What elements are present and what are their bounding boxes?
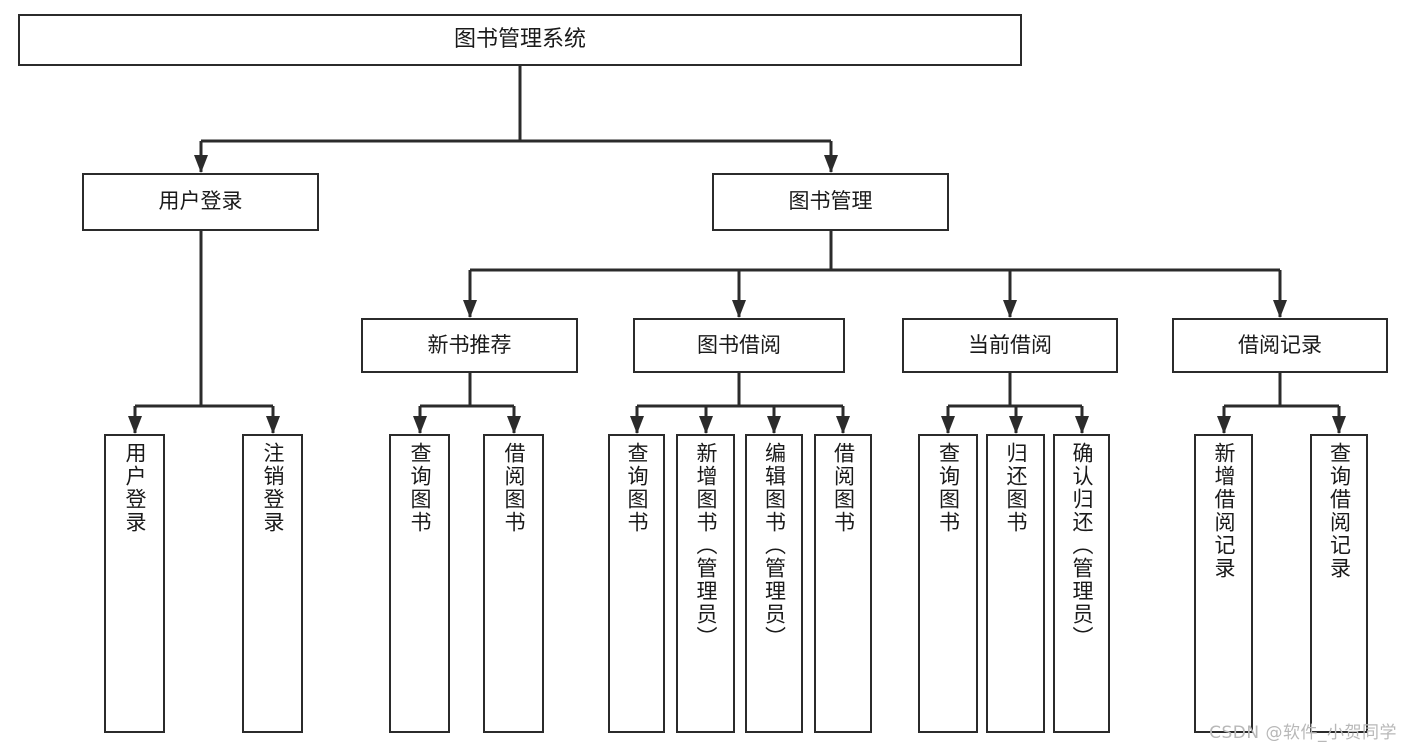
node-l13[interactable]: 查询借阅记录 xyxy=(1310,434,1368,733)
node-label: 确认归还（管理员） xyxy=(1070,442,1094,649)
node-label: 当前借阅 xyxy=(968,332,1052,357)
node-label: 查询借阅记录 xyxy=(1327,442,1352,580)
node-l10[interactable]: 归还图书 xyxy=(986,434,1045,733)
node-label: 编辑图书（管理员） xyxy=(762,442,787,649)
node-label: 查询图书 xyxy=(936,442,961,534)
node-label: 新增借阅记录 xyxy=(1212,442,1236,580)
node-bookmgmt[interactable]: 图书管理 xyxy=(712,173,949,231)
node-records[interactable]: 借阅记录 xyxy=(1172,318,1388,373)
node-l5[interactable]: 查询图书 xyxy=(608,434,665,733)
node-l11[interactable]: 确认归还（管理员） xyxy=(1053,434,1110,733)
node-current[interactable]: 当前借阅 xyxy=(902,318,1118,373)
node-label: 查询图书 xyxy=(408,442,432,534)
node-label: 图书管理 xyxy=(788,189,873,214)
node-l1[interactable]: 用户登录 xyxy=(104,434,165,733)
node-l4[interactable]: 借阅图书 xyxy=(483,434,544,733)
node-label: 图书管理系统 xyxy=(453,26,586,52)
node-label: 新增图书（管理员） xyxy=(694,442,718,649)
node-label: 新书推荐 xyxy=(427,332,512,357)
node-l2[interactable]: 注销登录 xyxy=(242,434,303,733)
node-root[interactable]: 图书管理系统 xyxy=(18,14,1022,66)
node-l9[interactable]: 查询图书 xyxy=(918,434,978,733)
node-l6[interactable]: 新增图书（管理员） xyxy=(676,434,735,733)
node-l12[interactable]: 新增借阅记录 xyxy=(1194,434,1253,733)
watermark: CSDN @软件_小贺同学 xyxy=(1209,723,1397,743)
node-label: 用户登录 xyxy=(158,189,243,214)
node-label: 借阅记录 xyxy=(1238,332,1322,357)
node-label: 归还图书 xyxy=(1004,442,1028,534)
node-l8[interactable]: 借阅图书 xyxy=(814,434,872,733)
node-l7[interactable]: 编辑图书（管理员） xyxy=(745,434,803,733)
node-label: 图书借阅 xyxy=(697,332,781,357)
node-l3[interactable]: 查询图书 xyxy=(389,434,450,733)
node-label: 注销登录 xyxy=(261,442,285,534)
node-label: 借阅图书 xyxy=(502,442,526,534)
node-borrow[interactable]: 图书借阅 xyxy=(633,318,845,373)
node-label: 查询图书 xyxy=(625,442,649,534)
node-label: 用户登录 xyxy=(123,442,147,534)
node-label: 借阅图书 xyxy=(831,442,856,534)
node-newrec[interactable]: 新书推荐 xyxy=(361,318,578,373)
node-login[interactable]: 用户登录 xyxy=(82,173,319,231)
